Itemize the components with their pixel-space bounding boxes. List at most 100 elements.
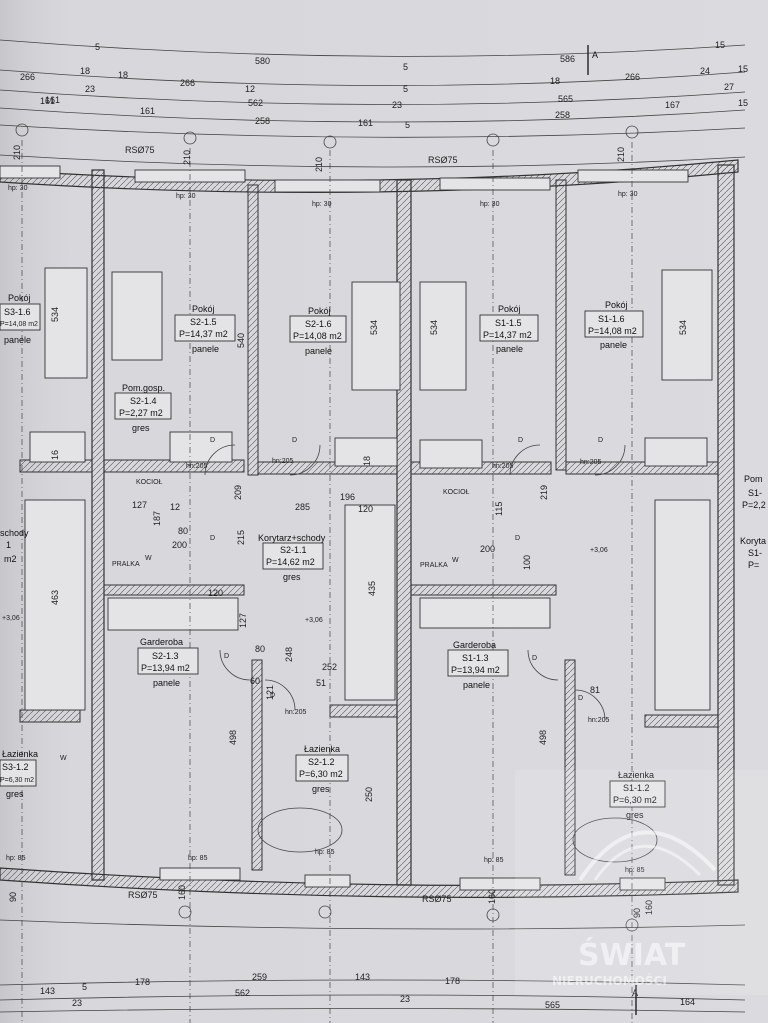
- room-label-s2-1-2: Łazienka S2-1.2 P=6,30 m2 gres: [295, 744, 349, 794]
- section-mark-bottom: A: [632, 988, 638, 998]
- dim-r4-2: 161: [140, 106, 155, 116]
- edge-label-kory-code: S1-: [748, 548, 762, 558]
- dim-bottom-1: 178: [135, 977, 150, 987]
- door-swings: [204, 444, 626, 721]
- dim-bottom-4: 178: [445, 976, 460, 986]
- svg-text:P=14,08 m2: P=14,08 m2: [588, 326, 637, 336]
- svg-text:16: 16: [50, 450, 60, 460]
- edge-label-kory: Koryta: [740, 536, 766, 546]
- svg-text:12: 12: [170, 502, 180, 512]
- svg-text:463: 463: [50, 590, 60, 605]
- note-hn-4: hn:205: [580, 459, 602, 466]
- note-kociol-1: KOCIOŁ: [136, 479, 163, 486]
- svg-text:P=14,08 m2: P=14,08 m2: [293, 331, 342, 341]
- svg-text:120: 120: [358, 504, 373, 514]
- svg-text:P=14,37 m2: P=14,37 m2: [483, 330, 532, 340]
- svg-text:Łazienka: Łazienka: [618, 770, 654, 780]
- note-level-2: +3,06: [590, 547, 608, 554]
- svg-text:121: 121: [265, 685, 275, 700]
- svg-text:120: 120: [208, 588, 223, 598]
- stairs: [24, 499, 711, 711]
- dim-r3-5: 27: [724, 82, 734, 92]
- dim-r5-1: 258: [255, 116, 270, 126]
- dim-r2-2: 18: [118, 70, 128, 80]
- door-d-10: D: [578, 695, 583, 702]
- svg-text:Pokój: Pokój: [498, 304, 521, 314]
- room-label-s2-1-3: Garderoba S2-1.3 P=13,94 m2 panele: [137, 637, 199, 688]
- svg-text:Garderoba: Garderoba: [453, 640, 496, 650]
- svg-text:Pokój: Pokój: [192, 304, 215, 314]
- svg-text:gres: gres: [626, 810, 644, 820]
- svg-text:panele: panele: [192, 344, 219, 354]
- door-d-8: D: [532, 655, 537, 662]
- room-label-s3-1-2: Łazienka S3-1.2 P=6,30 m2 gres: [0, 749, 38, 799]
- windows: [0, 165, 689, 891]
- edge-label-1: 1: [6, 540, 11, 550]
- svg-text:51: 51: [316, 678, 326, 688]
- dim-bottom-2: 259: [252, 972, 267, 982]
- svg-text:P=14,37 m2: P=14,37 m2: [179, 329, 228, 339]
- svg-text:81: 81: [590, 685, 600, 695]
- room-label-s2-1-1: Korytarz+schody S2-1.1 P=14,62 m2 gres: [258, 533, 326, 582]
- dim-r2-5: 5: [403, 84, 408, 94]
- svg-text:210: 210: [314, 157, 324, 172]
- svg-text:115: 115: [494, 502, 504, 516]
- svg-text:Pom.gosp.: Pom.gosp.: [122, 383, 165, 393]
- svg-text:Garderoba: Garderoba: [140, 637, 183, 647]
- furniture: [29, 267, 713, 863]
- note-level-3: +3,06: [2, 615, 20, 622]
- svg-text:Pokój: Pokój: [308, 306, 331, 316]
- svg-text:gres: gres: [6, 789, 24, 799]
- svg-text:P=14,62 m2: P=14,62 m2: [266, 557, 315, 567]
- dim-top-2: 580: [255, 56, 270, 66]
- room-name: Pokój: [8, 293, 31, 303]
- note-hp85-3: hp: 85: [484, 857, 504, 864]
- note-pralka-2: PRALKA: [420, 562, 448, 569]
- svg-text:panele: panele: [463, 680, 490, 690]
- svg-text:250: 250: [364, 787, 374, 802]
- door-d-6: D: [515, 535, 520, 542]
- edge-label-m2: m2: [4, 554, 17, 564]
- dim-r3-3: 23: [392, 100, 402, 110]
- room-label-s2-1-4: Pom.gosp. S2-1.4 P=2,27 m2 gres: [114, 383, 172, 433]
- svg-text:P=13,94 m2: P=13,94 m2: [451, 665, 500, 675]
- svg-text:panele: panele: [153, 678, 180, 688]
- inner-dimensions: 534 540 534 534 534 210 210 210 210 200 …: [8, 145, 688, 918]
- note-level-1: +3,06: [305, 617, 323, 624]
- watermark-logo: ŚWIAT NIERUCHOMOŚCI: [515, 770, 768, 995]
- axis-markers-top: [15, 123, 639, 149]
- edge-label-pom: Pom: [744, 474, 763, 484]
- svg-text:S1-1.2: S1-1.2: [623, 783, 650, 793]
- svg-text:Pokój: Pokój: [605, 300, 628, 310]
- svg-text:S1-1.6: S1-1.6: [598, 314, 625, 324]
- svg-text:gres: gres: [312, 784, 330, 794]
- note-w-3: W: [452, 557, 459, 564]
- note-kociol-2: KOCIOŁ: [443, 489, 470, 496]
- axis-markers-bottom: [178, 905, 639, 932]
- note-hp85-4: hp: 85: [625, 867, 645, 874]
- dim-top-3: 5: [403, 62, 408, 72]
- svg-text:210: 210: [616, 147, 626, 162]
- dim-r3-4: 565: [558, 94, 573, 104]
- dim-r5-2: 5: [405, 120, 410, 130]
- svg-text:160: 160: [644, 900, 654, 915]
- dim-r4-3: 161: [358, 118, 373, 128]
- note-hp30-4: hp: 30: [618, 191, 638, 198]
- dim-r2-9: 15: [738, 64, 748, 74]
- door-d-1: D: [210, 437, 215, 444]
- note-hp85-2: hp: 85: [315, 849, 335, 856]
- door-d-3: D: [518, 437, 523, 444]
- svg-text:Łazienka: Łazienka: [2, 749, 38, 759]
- note-hp30-2: hp: 30: [312, 201, 332, 208]
- note-hn-6: hn:205: [588, 717, 610, 724]
- edge-label-schody: schody: [0, 528, 29, 538]
- room-floor: panele: [4, 335, 31, 345]
- svg-text:P=2,27 m2: P=2,27 m2: [119, 408, 163, 418]
- svg-text:panele: panele: [600, 340, 627, 350]
- svg-text:S1-1.5: S1-1.5: [495, 318, 522, 328]
- dim-left-2: 161: [45, 95, 60, 105]
- svg-text:100: 100: [522, 555, 532, 570]
- svg-text:panele: panele: [496, 344, 523, 354]
- svg-text:540: 540: [236, 333, 246, 348]
- rso-top-right: RSØ75: [428, 155, 458, 165]
